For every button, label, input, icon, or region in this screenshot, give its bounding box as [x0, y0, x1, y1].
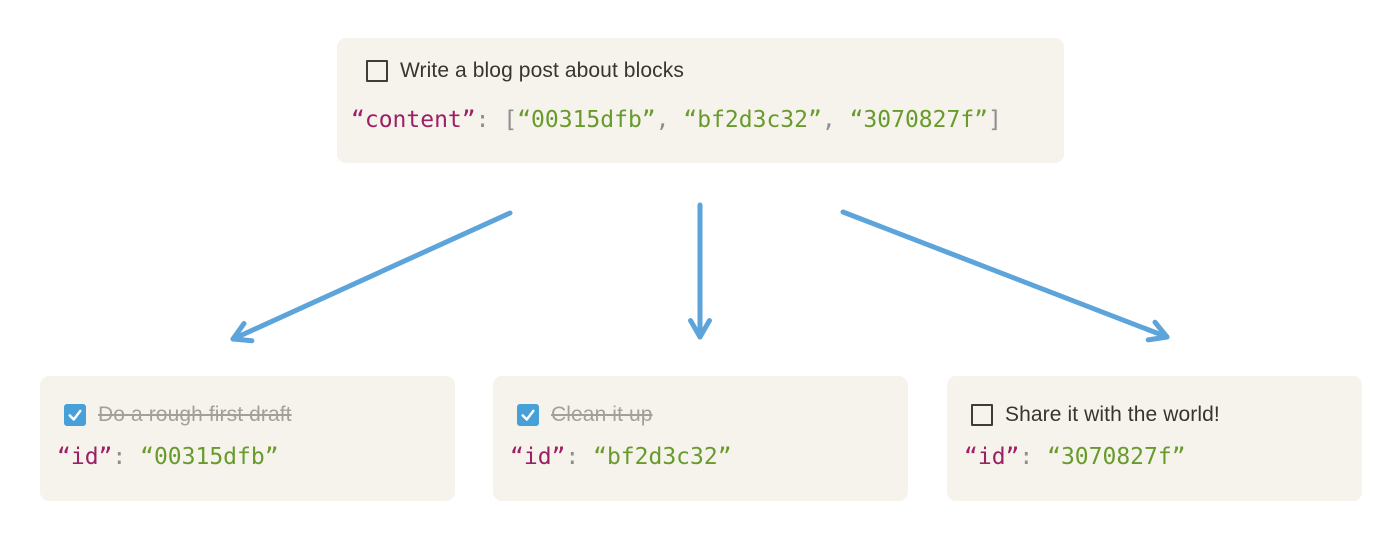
todo-checkbox[interactable] — [517, 404, 539, 426]
child-code-line: “id”: “3070827f” — [964, 443, 1362, 499]
checkmark-icon — [521, 409, 535, 421]
code-colon: : — [475, 107, 504, 133]
code-bracket-open: [ — [503, 107, 518, 133]
parent-code-line: “content”: [“00315dfb”, “bf2d3c32”, “307… — [351, 106, 1064, 162]
code-colon: : — [565, 444, 594, 470]
code-colon: : — [1019, 444, 1048, 470]
child-code-line: “id”: “bf2d3c32” — [510, 443, 908, 499]
todo-label: Clean it up — [551, 403, 653, 426]
code-id-value: “3070827f” — [1047, 444, 1186, 470]
todo-checkbox[interactable] — [64, 404, 86, 426]
child-block-card: Clean it up “id”: “bf2d3c32” — [493, 376, 908, 501]
code-key: “id” — [964, 444, 1020, 470]
child-todo-row: Do a rough first draft — [64, 403, 455, 427]
parent-block-card: Write a blog post about blocks “content”… — [337, 38, 1064, 163]
code-colon: : — [112, 444, 141, 470]
arrow-to-child-1 — [688, 202, 712, 340]
todo-label: Share it with the world! — [1005, 403, 1220, 426]
child-todo-row: Share it with the world! — [971, 403, 1362, 427]
arrow-to-child-0 — [230, 210, 513, 344]
code-comma: , — [821, 107, 850, 133]
child-block-card: Do a rough first draft “id”: “00315dfb” — [40, 376, 455, 501]
child-block-card: Share it with the world! “id”: “3070827f… — [947, 376, 1362, 501]
code-child-id: “bf2d3c32” — [683, 107, 822, 133]
code-child-id: “00315dfb” — [517, 107, 656, 133]
code-bracket-close: ] — [988, 107, 1002, 133]
checkmark-icon — [68, 409, 82, 421]
child-code-line: “id”: “00315dfb” — [57, 443, 455, 499]
code-key: “content” — [351, 107, 476, 133]
todo-label: Do a rough first draft — [98, 403, 292, 426]
code-key: “id” — [57, 444, 113, 470]
code-comma: , — [655, 107, 684, 133]
code-key: “id” — [510, 444, 566, 470]
todo-checkbox[interactable] — [971, 404, 993, 426]
code-id-value: “00315dfb” — [140, 444, 279, 470]
code-id-value: “bf2d3c32” — [593, 444, 732, 470]
arrow-to-child-2 — [840, 209, 1170, 343]
code-child-id: “3070827f” — [849, 107, 989, 133]
child-todo-row: Clean it up — [517, 403, 908, 427]
todo-label: Write a blog post about blocks — [400, 59, 684, 82]
parent-todo-row: Write a blog post about blocks — [366, 59, 1064, 83]
todo-checkbox[interactable] — [366, 60, 388, 82]
